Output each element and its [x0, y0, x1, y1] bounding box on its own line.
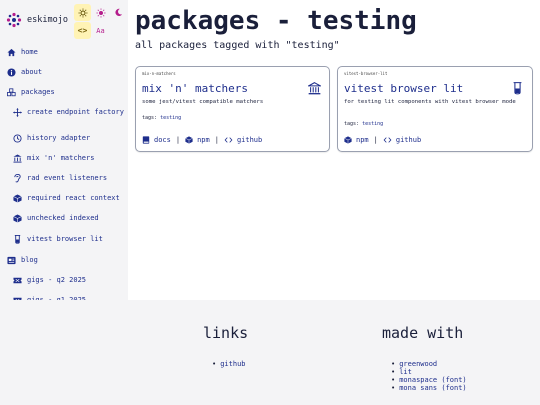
sun-icon [78, 8, 87, 17]
book-icon [142, 136, 150, 144]
packages-icon [7, 88, 16, 97]
ear-icon [13, 174, 22, 183]
nav-item-home[interactable]: home [0, 48, 128, 57]
nav-label: gigs - q2 2025 [27, 276, 87, 284]
logo-icon [6, 12, 22, 28]
npm-link[interactable]: npm [185, 136, 210, 144]
card-links: npm | github [344, 136, 421, 144]
box-icon [344, 136, 352, 144]
history-icon [13, 134, 22, 143]
github-link[interactable]: github [383, 136, 421, 144]
code-icon [383, 137, 392, 143]
nav-label: about [21, 68, 43, 76]
nav-item-packages[interactable]: packages [0, 88, 128, 97]
separator: | [373, 136, 378, 144]
dark-theme-button[interactable] [110, 4, 127, 21]
card-links: docs | npm | github [142, 136, 262, 144]
nav-item-required-react-context[interactable]: required react context [0, 194, 128, 203]
github-link[interactable]: github [224, 136, 262, 144]
nav-item-history-adapter[interactable]: history adapter [0, 134, 128, 143]
link-label: github [236, 136, 263, 144]
nav-label: unchecked indexed [27, 214, 99, 222]
footer-link-mona-sans[interactable]: mona sans (font) [391, 384, 466, 392]
footer-link-greenwood[interactable]: greenwood [391, 360, 467, 368]
code-icon [224, 137, 233, 143]
footer-made-list: greenwood lit monaspace (font) mona sans… [391, 360, 467, 392]
nav-label: vitest browser lit [27, 235, 103, 243]
nav-item-vitest-browser-lit[interactable]: vitest browser lit [0, 235, 128, 244]
beaker-icon [513, 82, 522, 95]
card-description: some jest/vitest compatible matchers [142, 99, 264, 105]
moon-icon [115, 8, 123, 17]
link-label: github [395, 136, 422, 144]
card-slug: vitest-browser-lit [344, 71, 388, 76]
home-icon [7, 48, 16, 57]
footer-links-list: github [212, 360, 245, 368]
tag-link[interactable]: testing [362, 121, 384, 127]
nav-label: packages [21, 88, 55, 96]
page-title: packages - testing [135, 6, 417, 36]
card-tags: tags: testing [142, 115, 181, 121]
tags-label: tags: [142, 115, 158, 121]
link-label: npm [197, 136, 210, 144]
tag-link[interactable]: testing [160, 115, 182, 121]
nav-label: required react context [27, 194, 120, 202]
docs-link[interactable]: docs [142, 136, 171, 144]
blog-icon [7, 256, 16, 265]
sans-font-button[interactable]: Aa [96, 26, 105, 35]
nav-label: rad event listeners [27, 174, 108, 182]
link-label: npm [356, 136, 369, 144]
info-icon [7, 68, 16, 77]
system-theme-button[interactable] [92, 4, 109, 21]
nav-item-rad-event-listeners[interactable]: rad event listeners [0, 174, 128, 183]
footer-link-lit[interactable]: lit [391, 368, 467, 376]
bank-icon [13, 154, 22, 163]
card-slug: mix-n-matchers [142, 71, 176, 76]
nav-item-unchecked-indexed[interactable]: unchecked indexed [0, 214, 128, 223]
footer-link-monaspace[interactable]: monaspace (font) [391, 376, 466, 384]
box-icon [185, 136, 193, 144]
card-description: for testing lit components with vitest b… [344, 99, 516, 105]
nav-item-blog[interactable]: blog [0, 256, 128, 265]
box-icon [13, 194, 22, 203]
link-label: docs [154, 136, 171, 144]
theme-switcher: <> Aa [74, 4, 126, 42]
nav-label: create endpoint factory [27, 108, 124, 116]
card-title[interactable]: vitest browser lit [344, 82, 464, 95]
separator: | [214, 136, 219, 144]
footer: links github made with greenwood lit mon… [0, 300, 540, 405]
nav-item-create-endpoint-factory[interactable]: create endpoint factory [0, 108, 128, 117]
move-icon [13, 108, 22, 117]
tags-label: tags: [344, 121, 360, 127]
nav-label: home [21, 48, 38, 56]
nav-item-about[interactable]: about [0, 68, 128, 77]
nav-label: history adapter [27, 134, 91, 142]
package-card: vitest-browser-lit vitest browser lit fo… [337, 66, 533, 152]
package-card: mix-n-matchers mix 'n' matchers some jes… [135, 66, 330, 152]
npm-link[interactable]: npm [344, 136, 369, 144]
brand-link[interactable]: eskimojo [6, 12, 68, 28]
light-theme-button[interactable] [74, 4, 91, 21]
code-font-button[interactable]: <> [74, 22, 91, 39]
card-tags: tags: testing [344, 121, 383, 127]
brand-name: eskimojo [27, 15, 68, 25]
bank-icon [308, 82, 321, 95]
nav-label: blog [21, 256, 38, 264]
card-title[interactable]: mix 'n' matchers [142, 82, 248, 95]
sidebar: eskimojo <> Aa home about packages creat [0, 0, 128, 304]
separator: | [175, 136, 181, 144]
nav-label: mix 'n' matchers [27, 154, 95, 162]
nav-item-gigs-q2-2025[interactable]: gigs - q2 2025 [0, 276, 128, 285]
footer-made-heading: made with [382, 324, 464, 342]
ticket-icon [13, 276, 22, 285]
sun-icon [96, 8, 105, 17]
footer-link-github[interactable]: github [212, 360, 245, 368]
nav-item-mix-n-matchers[interactable]: mix 'n' matchers [0, 154, 128, 163]
box-icon [13, 214, 22, 223]
footer-links-heading: links [203, 324, 249, 342]
main-content: packages - testing all packages tagged w… [128, 0, 540, 300]
beaker-icon [13, 235, 22, 244]
page-subtitle: all packages tagged with "testing" [135, 40, 340, 51]
